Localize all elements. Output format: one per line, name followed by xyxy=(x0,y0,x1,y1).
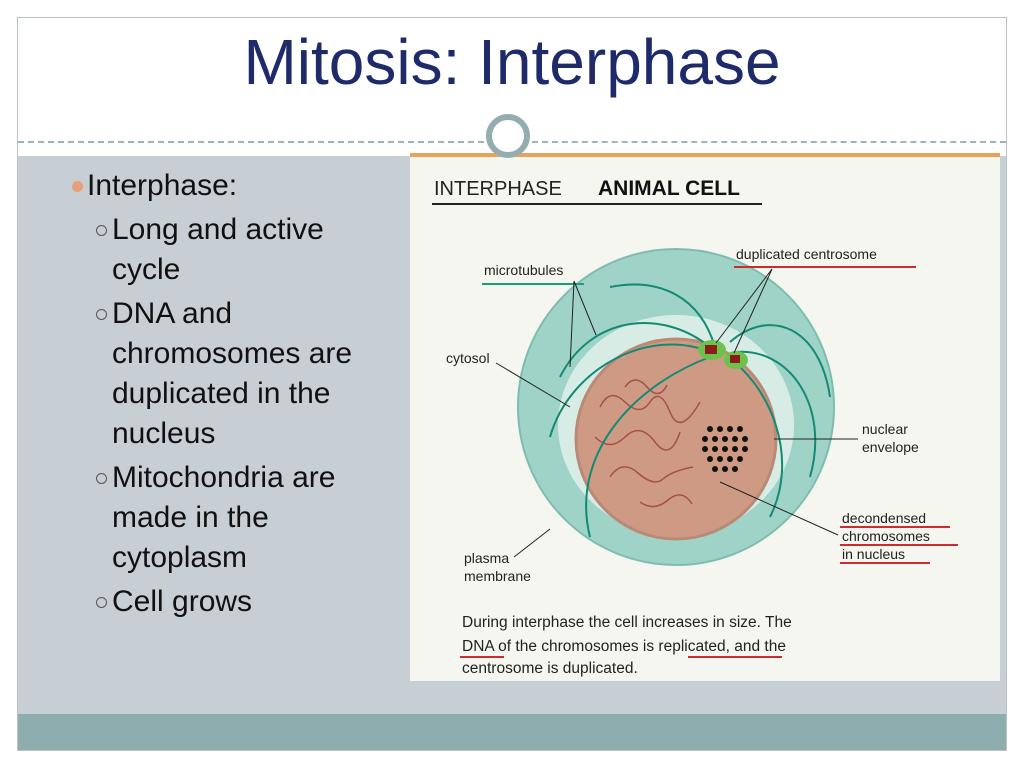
caption-line-1: During interphase the cell increases in … xyxy=(462,614,792,631)
sub-bullet-ring-icon xyxy=(96,225,107,236)
leader-cytosol xyxy=(495,362,571,408)
caption-line-2: DNA of the chromosomes is replicated, an… xyxy=(462,638,786,655)
footer-band xyxy=(18,714,1006,750)
leader-plasma xyxy=(513,528,551,558)
sub-bullet-ring-icon xyxy=(96,309,107,320)
sub-bullet-text: DNA and chromosomes are duplicated in th… xyxy=(112,297,353,450)
sub-bullet-text: Mitochondria are made in the cytoplasm xyxy=(112,461,336,574)
bullet-main: Interphase: xyxy=(72,166,392,206)
slide-title: Mitosis: Interphase xyxy=(243,26,781,98)
caption-end: , and the xyxy=(726,638,786,655)
title-divider-right xyxy=(532,141,1006,143)
caption-dna: DNA xyxy=(462,638,495,655)
bullet-list: Interphase: Long and active cycle DNA an… xyxy=(72,166,392,622)
leader-centrosome-1 xyxy=(715,268,773,344)
label-decondensed-1: decondensed xyxy=(842,510,926,526)
title-divider-left xyxy=(18,141,484,143)
label-plasma-2: membrane xyxy=(464,568,531,584)
bullet-main-text: Interphase: xyxy=(87,169,238,202)
divider-ring-ornament xyxy=(486,114,530,158)
chromatin xyxy=(594,379,701,508)
figure-heading-right: ANIMAL CELL xyxy=(598,177,740,200)
caption-line-3: centrosome is duplicated. xyxy=(462,660,638,677)
sub-bullet: Long and active cycle xyxy=(96,210,392,290)
label-cytosol: cytosol xyxy=(446,350,490,366)
sub-bullet-ring-icon xyxy=(96,597,107,608)
caption-replicated: replicated xyxy=(658,638,725,655)
sub-bullet-ring-icon xyxy=(96,473,107,484)
sub-bullet-text: Long and active cycle xyxy=(112,213,324,286)
label-duplicated-centrosome: duplicated centrosome xyxy=(736,246,877,262)
sub-bullet: Mitochondria are made in the cytoplasm xyxy=(96,458,392,578)
leader-microtubules-2 xyxy=(569,280,575,368)
centriole-right xyxy=(730,355,740,363)
cell-diagram-figure: INTERPHASE ANIMAL CELL xyxy=(410,153,1000,681)
sub-bullet: DNA and chromosomes are duplicated in th… xyxy=(96,294,392,454)
label-plasma-1: plasma xyxy=(464,550,509,566)
microtubules-lines xyxy=(549,283,831,538)
label-nuclear-envelope-2: envelope xyxy=(862,439,919,455)
label-nuclear-envelope-1: nuclear xyxy=(862,421,908,437)
label-decondensed-2: chromosomes xyxy=(842,528,930,544)
leader-microtubules-1 xyxy=(573,280,597,336)
caption-mid: of the chromosomes is xyxy=(494,638,659,655)
sub-bullet-text: Cell grows xyxy=(112,585,253,618)
figure-heading-left: INTERPHASE xyxy=(434,178,562,200)
label-microtubules: microtubules xyxy=(484,262,563,278)
bullet-dot-icon xyxy=(72,181,83,192)
leader-centrosome-2 xyxy=(733,268,773,354)
nucleolus xyxy=(702,426,748,472)
sub-bullet: Cell grows xyxy=(96,582,392,622)
label-decondensed-3: in nucleus xyxy=(842,546,905,562)
centriole-left xyxy=(705,345,717,354)
cell-diagram: INTERPHASE ANIMAL CELL xyxy=(432,177,958,677)
leader-decondensed xyxy=(719,481,839,536)
